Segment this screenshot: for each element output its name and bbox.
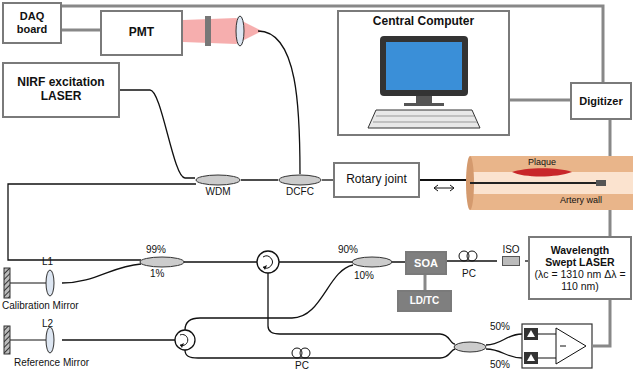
- signal-cable: [62, 29, 100, 32]
- node-text: WDM: [206, 186, 231, 198]
- fiber: [486, 334, 522, 358]
- node-text: (λc = 1310 nm Δλ = 110 nm): [534, 268, 626, 292]
- detector-box: PMT: [100, 10, 183, 56]
- computer-icon: [368, 36, 480, 128]
- instrument-box: DAQ board: [2, 2, 62, 44]
- fiber: [322, 179, 333, 180]
- signal-cable: [592, 120, 610, 346]
- node-text: SOA: [414, 257, 438, 270]
- fiber: [268, 273, 455, 344]
- signal-cable: [62, 6, 603, 82]
- laser-box: Wavelength Swept LASER(λc = 1310 nm Δλ =…: [528, 236, 632, 300]
- polarization-controller: [292, 348, 310, 358]
- fiber: [185, 265, 353, 330]
- fiber: [120, 90, 195, 178]
- part-label: Artery wall: [560, 196, 602, 206]
- fiber-coupler: [140, 257, 184, 267]
- artery-illustration: [466, 156, 633, 210]
- part-label: 50%: [490, 359, 510, 370]
- part-label: Reference Mirror: [14, 357, 89, 368]
- balanced-detector: [522, 324, 592, 368]
- part-label: L2: [42, 318, 53, 329]
- part-label: L1: [42, 256, 53, 267]
- node-text: ISO: [502, 244, 519, 256]
- isolator-body: [502, 256, 520, 266]
- part-label: 10%: [354, 270, 374, 281]
- laser-box: NIRF excitation LASER: [2, 62, 120, 118]
- coupler-shape: [195, 174, 241, 186]
- node-text: Rotary joint: [346, 173, 407, 187]
- driver-box: LD/TC: [397, 290, 452, 312]
- computer-box: Central Computer: [337, 10, 510, 136]
- beam: [10, 283, 46, 284]
- instrument-box: Digitizer: [570, 82, 632, 120]
- node-text: DAQ board: [8, 10, 56, 35]
- catheter: [420, 179, 470, 181]
- fiber-coupler: [352, 257, 392, 267]
- polarization-controller: [459, 251, 477, 261]
- part-label: Calibration Mirror: [2, 300, 79, 311]
- rotary-joint-box: Rotary joint: [333, 162, 420, 198]
- part-label: PC: [462, 268, 476, 279]
- lens: [46, 270, 54, 296]
- fiber: [258, 31, 300, 174]
- fiber: [8, 184, 196, 260]
- fiber-coupler: WDM: [195, 174, 241, 198]
- part-label: 50%: [490, 321, 510, 332]
- pullback-arrow: [434, 185, 454, 191]
- light-beam: [183, 18, 262, 44]
- fiber: [241, 179, 278, 180]
- node-text: NIRF excitation LASER: [8, 76, 114, 104]
- node-text: Wavelength Swept LASER: [534, 244, 626, 268]
- part-label: 99%: [146, 244, 166, 255]
- node-text: Digitizer: [579, 95, 622, 108]
- fiber: [447, 260, 497, 261]
- part-label: 1%: [150, 268, 164, 279]
- fiber: [62, 339, 175, 340]
- coupler-shape: [278, 174, 322, 186]
- fiber-coupler: DCFC: [278, 174, 322, 198]
- circulator: [175, 330, 195, 350]
- node-text: PMT: [129, 26, 154, 40]
- beam: [10, 340, 46, 341]
- lens: [46, 327, 54, 353]
- node-text: Central Computer: [373, 15, 474, 29]
- mirror: [4, 268, 10, 298]
- signal-cable: [510, 99, 570, 102]
- isolator: ISO: [497, 244, 525, 266]
- signal-cable: [424, 275, 427, 290]
- node-text: DCFC: [286, 186, 314, 198]
- part-label: 90%: [338, 244, 358, 255]
- mirror: [4, 326, 10, 354]
- fiber: [62, 264, 141, 283]
- amplifier-box: SOA: [405, 251, 447, 275]
- fiber-coupler: [454, 342, 486, 352]
- circulator: [257, 251, 279, 273]
- fiber: [185, 349, 455, 358]
- node-text: LD/TC: [410, 295, 439, 307]
- part-label: Plaque: [528, 158, 556, 168]
- lens: [236, 16, 244, 46]
- optical-filter: [205, 16, 211, 46]
- part-label: PC: [295, 360, 309, 371]
